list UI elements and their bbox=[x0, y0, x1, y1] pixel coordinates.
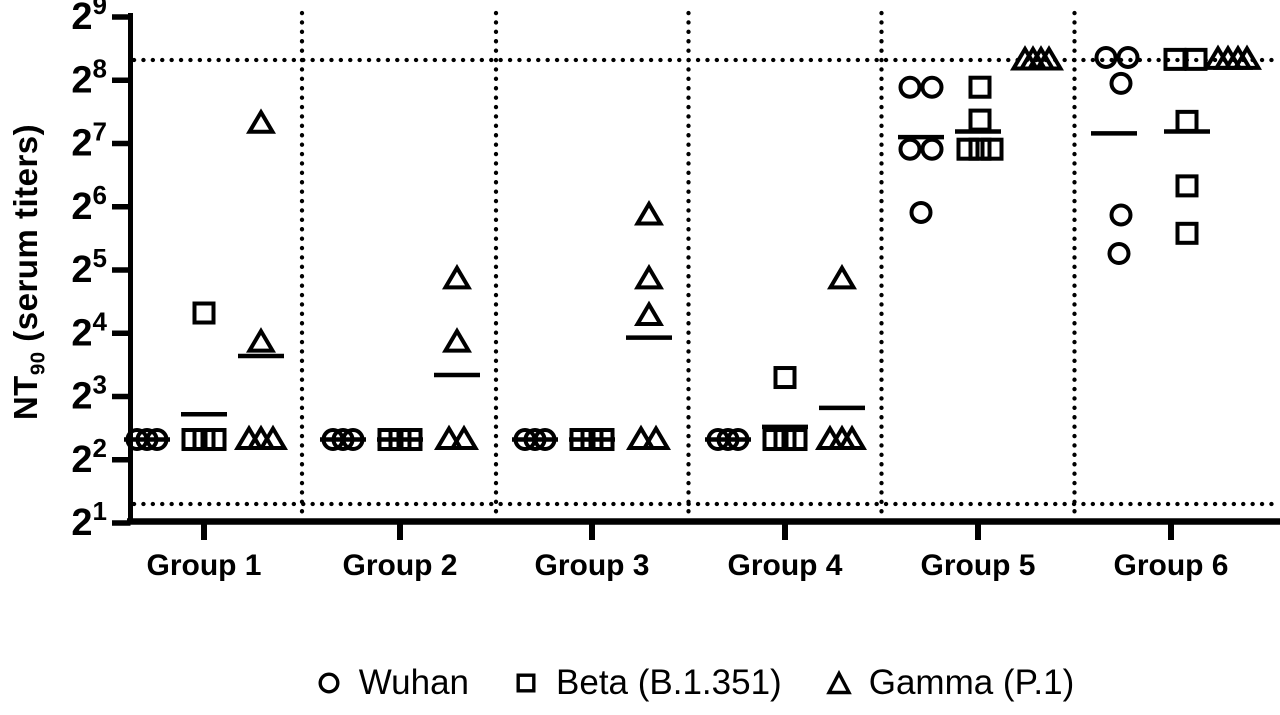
data-point-beta bbox=[980, 137, 1004, 161]
data-point-wuhan bbox=[135, 428, 159, 452]
data-point-beta bbox=[1184, 47, 1208, 71]
data-point-wuhan bbox=[331, 428, 355, 452]
data-point-beta bbox=[956, 137, 980, 161]
data-point-beta bbox=[192, 301, 216, 325]
data-point-wuhan bbox=[1109, 203, 1133, 227]
legend-item-wuhan: Wuhan bbox=[316, 663, 469, 703]
data-point-beta bbox=[203, 428, 227, 452]
data-point-gamma bbox=[257, 424, 289, 451]
group-label: Group 5 bbox=[920, 549, 1035, 582]
data-point-gamma bbox=[1033, 45, 1065, 71]
data-point-wuhan bbox=[920, 75, 944, 99]
data-point-gamma bbox=[448, 424, 480, 451]
legend-item-beta: Beta (B.1.351) bbox=[513, 663, 782, 703]
data-point-gamma bbox=[836, 424, 868, 451]
y-tick-label: 22 bbox=[71, 433, 107, 481]
data-point-gamma bbox=[633, 200, 665, 226]
data-point-wuhan bbox=[909, 200, 933, 224]
data-point-wuhan bbox=[341, 428, 365, 452]
data-point-wuhan bbox=[716, 428, 740, 452]
data-point-wuhan bbox=[1107, 242, 1131, 266]
data-point-beta bbox=[773, 366, 797, 390]
data-point-gamma bbox=[433, 424, 465, 451]
data-point-beta bbox=[784, 428, 808, 452]
data-point-gamma bbox=[245, 327, 277, 353]
y-axis-title: NT90 (serum titers) bbox=[7, 62, 50, 482]
legend: Wuhan Beta (B.1.351) Gamma (P.1) bbox=[55, 663, 1280, 703]
data-point-beta bbox=[1175, 174, 1199, 198]
wuhan-circle-icon bbox=[318, 672, 340, 694]
y-tick-label: 28 bbox=[71, 53, 107, 101]
data-point-beta bbox=[968, 75, 992, 99]
data-point-wuhan bbox=[523, 428, 547, 452]
group-label: Group 3 bbox=[534, 549, 649, 582]
data-point-beta bbox=[968, 137, 992, 161]
y-tick-label: 29 bbox=[71, 0, 107, 38]
y-tick-label: 27 bbox=[71, 117, 107, 165]
y-tick-label: 24 bbox=[71, 306, 107, 354]
data-point-wuhan bbox=[145, 428, 169, 452]
data-point-gamma bbox=[633, 263, 665, 290]
data-point-gamma bbox=[1231, 44, 1263, 70]
gamma-triangle-icon bbox=[825, 669, 852, 695]
y-tick-label: 26 bbox=[71, 180, 107, 228]
legend-label-wuhan: Wuhan bbox=[358, 663, 470, 702]
data-point-gamma bbox=[441, 263, 473, 290]
data-point-beta bbox=[1175, 109, 1199, 133]
y-tick-label: 25 bbox=[71, 243, 107, 291]
y-tick-label: 23 bbox=[71, 370, 107, 418]
group-label: Group 1 bbox=[146, 549, 261, 582]
data-point-gamma bbox=[441, 327, 473, 353]
data-point-beta bbox=[1175, 221, 1199, 245]
data-point-beta bbox=[399, 428, 423, 452]
data-point-wuhan bbox=[898, 75, 922, 99]
y-axis-title-subscript: 90 bbox=[26, 351, 50, 376]
legend-label-beta: Beta (B.1.351) bbox=[556, 663, 782, 702]
data-point-beta bbox=[968, 108, 992, 132]
data-point-wuhan bbox=[726, 428, 750, 452]
y-axis-title-rest: (serum titers) bbox=[7, 123, 44, 352]
data-point-wuhan bbox=[920, 137, 944, 161]
data-point-gamma bbox=[640, 424, 672, 451]
data-point-wuhan bbox=[533, 428, 557, 452]
data-point-gamma bbox=[633, 300, 665, 327]
data-point-beta bbox=[591, 428, 615, 452]
group-label: Group 2 bbox=[342, 549, 457, 582]
group-label: Group 6 bbox=[1113, 549, 1228, 582]
group-label: Group 4 bbox=[727, 549, 842, 582]
y-axis-title-base: NT bbox=[7, 375, 44, 421]
data-point-gamma bbox=[826, 263, 858, 290]
data-point-wuhan bbox=[1116, 45, 1140, 69]
legend-label-gamma: Gamma (P.1) bbox=[868, 663, 1075, 702]
legend-item-gamma: Gamma (P.1) bbox=[825, 663, 1075, 703]
data-point-gamma bbox=[245, 108, 277, 134]
data-point-wuhan bbox=[1109, 71, 1133, 95]
beta-square-icon bbox=[516, 673, 536, 693]
data-point-wuhan bbox=[898, 137, 922, 161]
y-tick-label: 21 bbox=[71, 496, 107, 544]
data-point-gamma bbox=[625, 424, 657, 451]
data-point-wuhan bbox=[1094, 45, 1118, 69]
